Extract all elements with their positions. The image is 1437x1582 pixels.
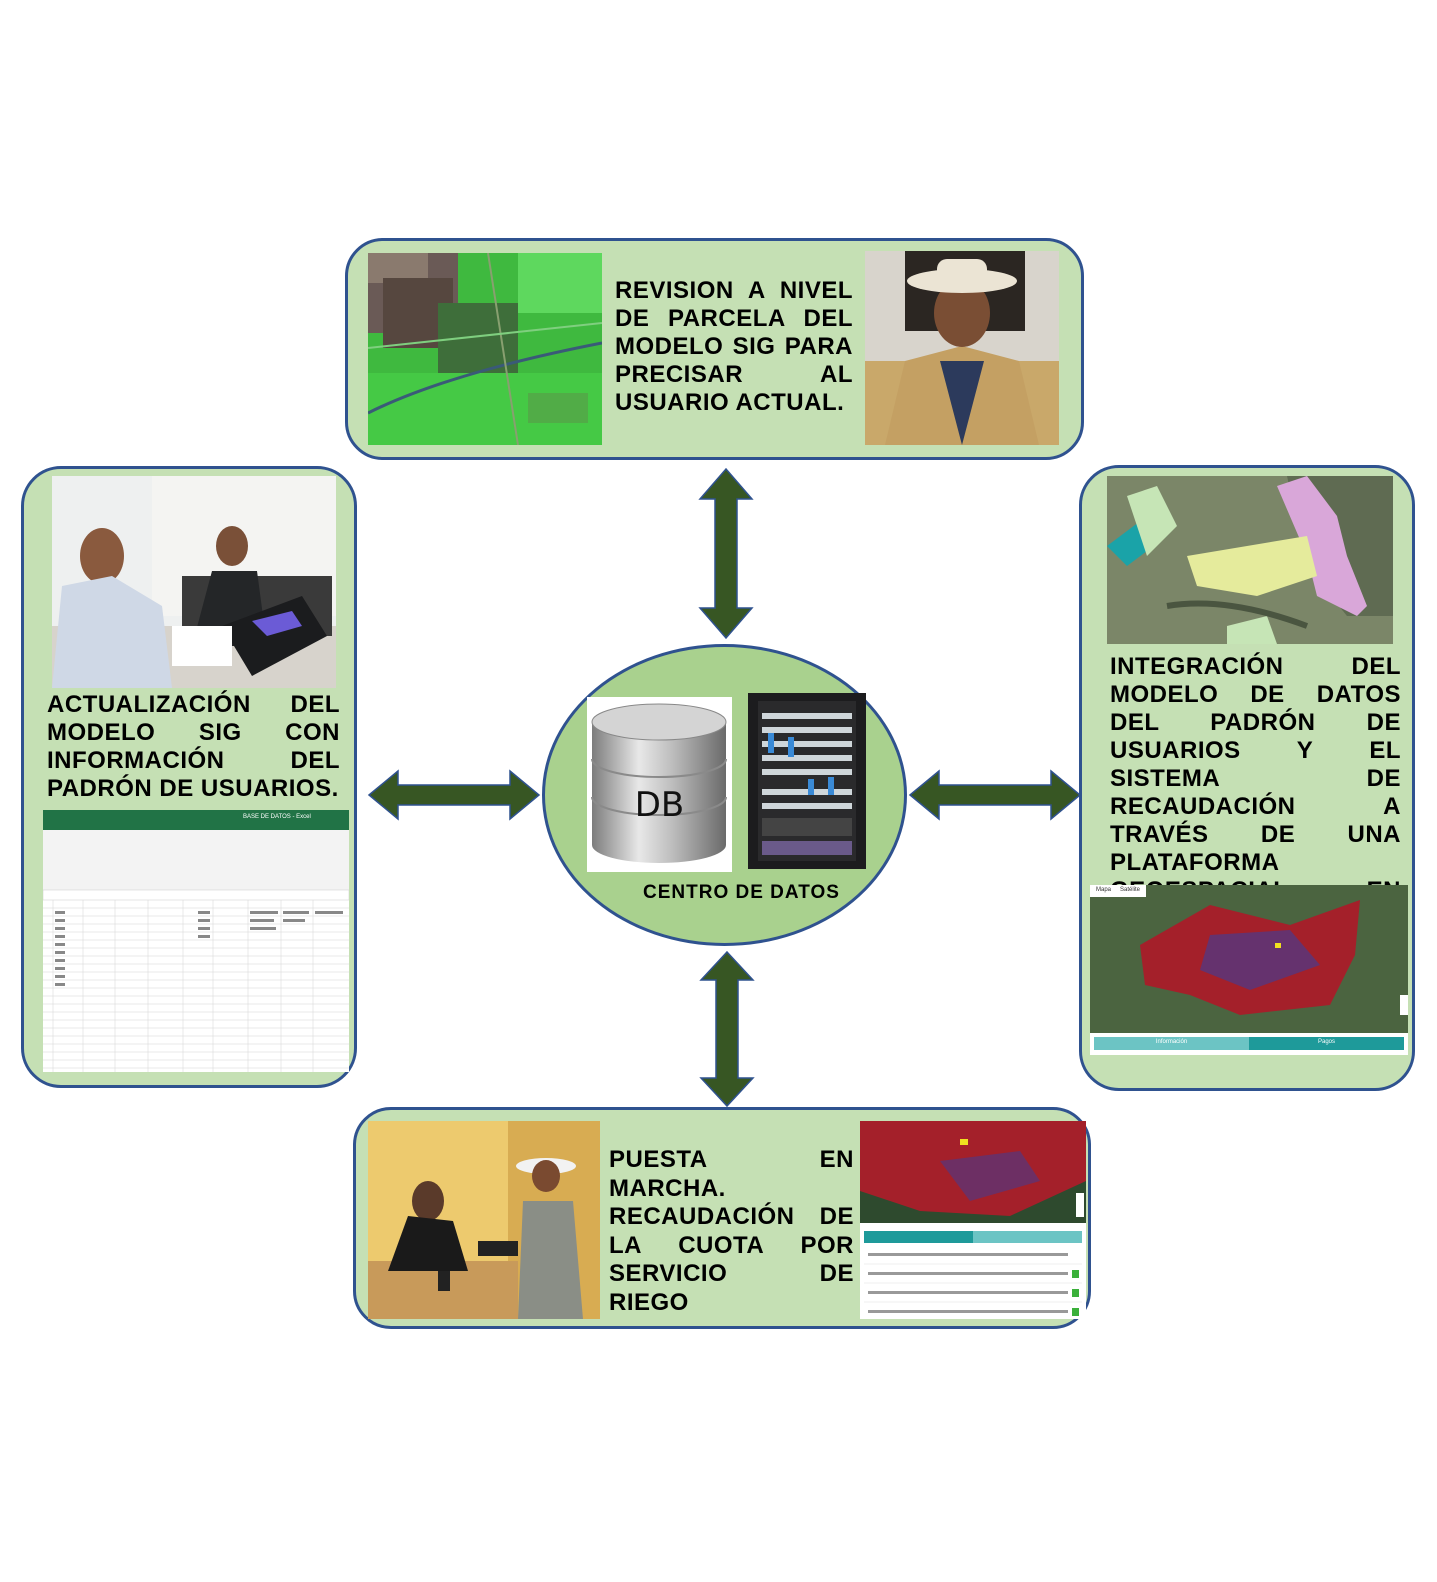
left-step-text: ACTUALIZACIÓN DEL MODELO SIG CON INFORMA… bbox=[47, 691, 340, 802]
left-step-box: ACTUALIZACIÓN DEL MODELO SIG CON INFORMA… bbox=[21, 466, 357, 1088]
arrow-center-bottom bbox=[699, 950, 755, 1108]
bottom-step-text: PUESTA EN MARCHA. RECAUDACIÓN DE LA CUOT… bbox=[609, 1146, 854, 1316]
db-label: DB bbox=[634, 785, 685, 825]
top-step-box: REVISION A NIVEL DE PARCELA DEL MODELO S… bbox=[345, 238, 1084, 460]
payments-screenshot bbox=[860, 1121, 1086, 1319]
map-type-mapa[interactable]: Mapa bbox=[1096, 887, 1112, 893]
top-step-text: REVISION A NIVEL DE PARCELA DEL MODELO S… bbox=[615, 277, 853, 416]
farmer-photo bbox=[865, 251, 1059, 445]
map-type-satelite[interactable]: Satélite bbox=[1120, 887, 1141, 893]
tab-pagos[interactable]: Pagos bbox=[1317, 1039, 1335, 1045]
geospatial-overlay-image bbox=[1107, 476, 1393, 644]
right-step-box: INTEGRACIÓN DEL MODELO DE DATOS DEL PADR… bbox=[1079, 465, 1415, 1091]
arrow-center-top bbox=[698, 467, 754, 640]
payment-office-photo bbox=[368, 1121, 600, 1319]
online-map-screenshot: Mapa Satélite Información Pagos bbox=[1090, 885, 1408, 1055]
tab-informacion[interactable]: Información bbox=[1155, 1039, 1188, 1045]
bottom-step-box: PUESTA EN MARCHA. RECAUDACIÓN DE LA CUOT… bbox=[353, 1107, 1091, 1329]
excel-title: BASE DE DATOS - Excel bbox=[243, 814, 311, 820]
center-title: CENTRO DE DATOS bbox=[643, 882, 840, 903]
office-workers-photo bbox=[52, 476, 336, 688]
arrow-center-right bbox=[908, 769, 1082, 821]
database-icon: DB bbox=[587, 697, 732, 872]
arrow-center-left bbox=[367, 769, 541, 821]
server-rack-photo bbox=[748, 693, 866, 869]
satellite-parcel-image bbox=[368, 253, 602, 445]
excel-screenshot: BASE DE DATOS - Excel bbox=[43, 810, 349, 1072]
